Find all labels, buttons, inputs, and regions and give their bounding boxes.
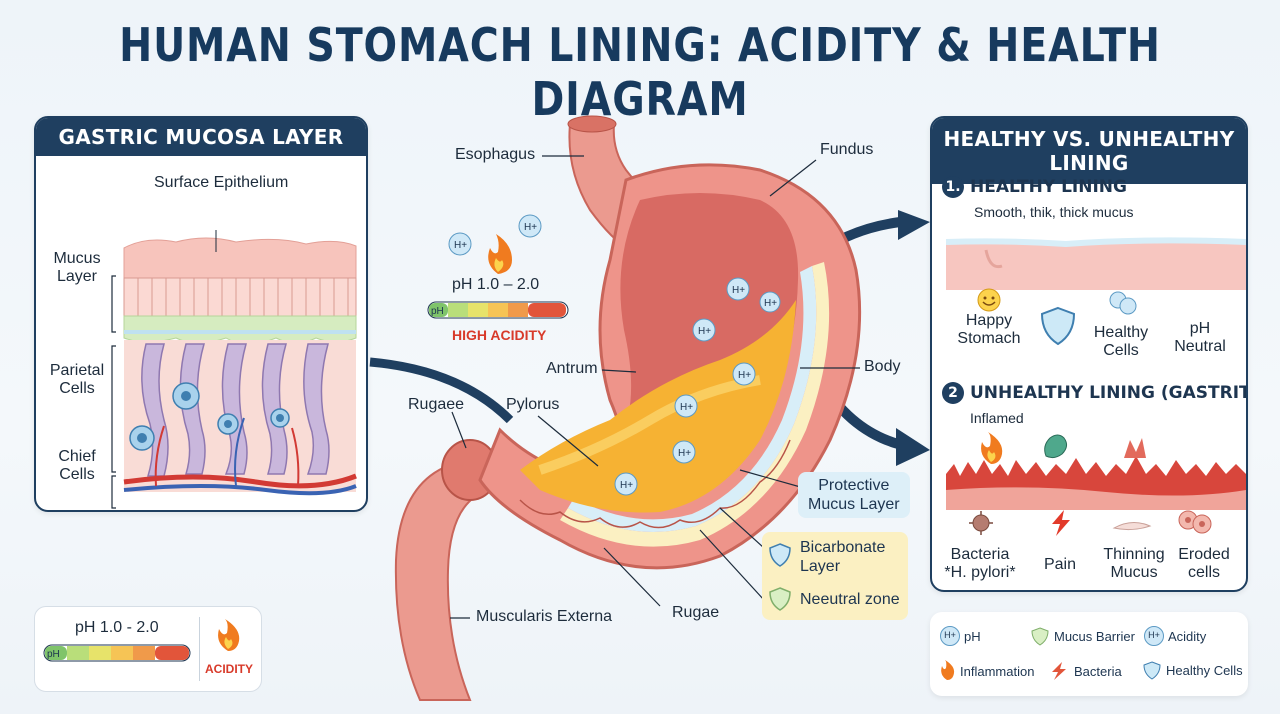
flame-icon (938, 660, 956, 682)
body-label: Body (864, 358, 900, 376)
h-ion-text: H+ (738, 370, 751, 381)
bacteria-label: Bacteria *H. pylori* (934, 546, 1026, 583)
ph-neutral-label: pH Neutral (1170, 320, 1230, 357)
bacteria-icon (1040, 428, 1072, 462)
flame-icon (976, 432, 1006, 466)
shield-icon (768, 542, 792, 568)
h-ion-text: H+ (680, 402, 693, 413)
legend-ph: H+pH (940, 626, 981, 646)
eroded-cells-icon (1176, 506, 1216, 538)
legend-inflammation: Inflammation (938, 660, 1034, 682)
thinning-mucus-icon (1112, 516, 1152, 536)
bacteria-virus-icon (968, 510, 994, 536)
eroded-tissue-icon (1120, 434, 1150, 464)
legend-healthy-cells: Healthy Cells (1142, 660, 1243, 680)
thinning-mucus-label: Thinning Mucus (1096, 546, 1172, 583)
healthy-subtitle: Smooth, thik, thick mucus (974, 204, 1134, 220)
rugaee-label: Rugaee (408, 396, 464, 414)
bicarbonate-badge: Bicarbonate Layer Neeutral zone (762, 532, 908, 620)
ph-scale-bar: pH (43, 641, 193, 665)
comparison-heading: HEALTHY VS. UNHEALTHY LINING (932, 118, 1246, 184)
ph-acidity-box: pH 1.0 - 2.0 pH ACIDITY (34, 606, 262, 692)
center-ph-range: pH 1.0 – 2.0 (452, 276, 539, 294)
acidity-label: ACIDITY (205, 663, 253, 677)
pylorus-label: Pylorus (506, 396, 559, 414)
unhealthy-number: 2 (942, 382, 964, 404)
shield-icon (1030, 626, 1050, 646)
neutral-shield-icon (768, 586, 792, 612)
healthy-cells-label: Healthy Cells (1088, 324, 1154, 361)
healthy-title: 1.HEALTHY LINING (942, 176, 1127, 198)
fundus-label: Fundus (820, 141, 873, 159)
h-ion-icon: H+ (940, 626, 960, 646)
ph-range-label: pH 1.0 - 2.0 (75, 619, 159, 637)
h-ion-text: H+ (698, 326, 711, 337)
pain-label: Pain (1032, 556, 1088, 574)
high-acidity-label: HIGH ACIDITY (452, 327, 546, 343)
divider (199, 617, 200, 681)
h-ion-text: H+ (454, 240, 467, 251)
happy-stomach-label: Happy Stomach (956, 312, 1022, 349)
esophagus-label: Esophagus (455, 146, 535, 164)
h-ion-text: H+ (620, 480, 633, 491)
healthy-number: 1. (942, 176, 964, 198)
ph-scale-text: pH (47, 649, 60, 660)
h-ion-text: H+ (764, 298, 777, 309)
legend-acidity: H+Acidity (1144, 626, 1206, 646)
legend-mucus-barrier: Mucus Barrier (1030, 626, 1135, 646)
unhealthy-subtitle: Inflamed (970, 410, 1024, 426)
rugae-label: Rugae (672, 604, 719, 622)
protective-mucus-badge: Protective Mucus Layer (798, 472, 910, 518)
healthy-cells-icon (1106, 288, 1140, 318)
h-ion-icon: H+ (1144, 626, 1164, 646)
neutral-zone-label: Neeutral zone (800, 590, 900, 609)
antrum-label: Antrum (546, 360, 598, 378)
smiley-icon (975, 286, 1003, 314)
bicarbonate-label: Bicarbonate Layer (800, 538, 885, 576)
shield-icon (1142, 660, 1162, 680)
pain-bolt-icon (1048, 508, 1074, 538)
eroded-cells-label: Eroded cells (1172, 546, 1236, 583)
center-ph-scale-label: pH (431, 306, 444, 317)
h-ion-text: H+ (524, 222, 537, 233)
legend-bacteria: Bacteria (1048, 660, 1122, 682)
flame-icon (213, 619, 243, 653)
healthy-lining-illustration (946, 226, 1246, 290)
h-ion-text: H+ (732, 285, 745, 296)
comparison-panel: HEALTHY VS. UNHEALTHY LINING 1.HEALTHY L… (930, 116, 1248, 592)
legend: H+pH Mucus Barrier H+Acidity Inflammatio… (930, 612, 1248, 696)
bacteria-bolt-icon (1048, 660, 1070, 682)
h-ion-text: H+ (678, 448, 691, 459)
center-ph-scale: pH (428, 302, 568, 318)
shield-icon (1038, 304, 1078, 348)
flame-icon (488, 234, 512, 274)
muscularis-label: Muscularis Externa (476, 608, 612, 626)
